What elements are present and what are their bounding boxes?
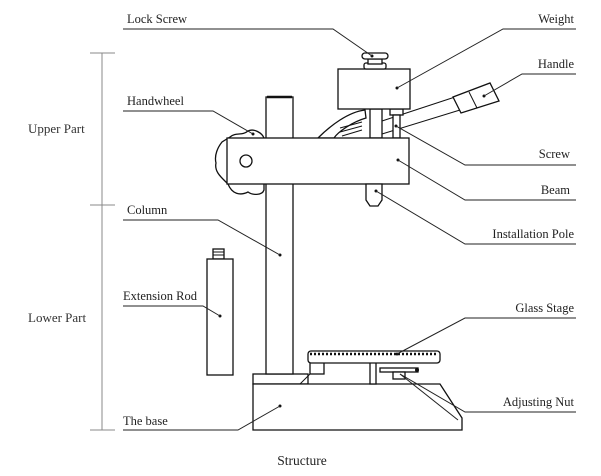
adjusting-nut-leader-2	[399, 373, 459, 421]
base	[252, 373, 463, 431]
figure-caption: Structure	[277, 453, 327, 468]
lock-screw	[361, 52, 389, 70]
beam-label: Beam	[541, 183, 570, 197]
adjusting-nut-leader	[399, 373, 576, 413]
extension-rod-label: Extension Rod	[123, 289, 198, 303]
installation-pole-label: Installation Pole	[492, 227, 574, 241]
lock-screw-label: Lock Screw	[127, 12, 187, 26]
lock-screw-leader	[123, 28, 373, 57]
column-label: Column	[127, 203, 168, 217]
weight-leader	[396, 28, 576, 89]
base-label: The base	[123, 414, 168, 428]
lower-part-bracket	[90, 205, 115, 431]
handwheel-leader	[123, 110, 254, 135]
base-leader	[123, 405, 281, 431]
weight	[337, 68, 411, 110]
weight-label: Weight	[538, 12, 574, 26]
lower-part-label: Lower Part	[28, 310, 87, 325]
screw-label: Screw	[539, 147, 570, 161]
upper-part-bracket	[90, 52, 115, 206]
weight-shaft	[369, 108, 383, 139]
extension-rod-leader	[123, 305, 221, 317]
installation-pole-leader	[375, 190, 576, 245]
screw-leader	[395, 125, 576, 166]
adjusting-nut-label: Adjusting Nut	[503, 395, 575, 409]
glass-stage-label: Glass Stage	[515, 301, 574, 315]
handle-leader	[483, 73, 576, 97]
handle-label: Handle	[538, 57, 575, 71]
upper-part-label: Upper Part	[28, 121, 85, 136]
adjusting-nut	[379, 367, 419, 380]
spring-lever	[316, 109, 367, 139]
extension-rod	[206, 248, 234, 376]
handwheel-label: Handwheel	[127, 94, 184, 108]
column-leader	[123, 219, 281, 256]
glass-stage	[299, 350, 441, 385]
glass-stage-leader	[396, 317, 576, 355]
installation-pole	[365, 183, 383, 207]
beam-leader	[397, 159, 576, 201]
beam	[226, 137, 410, 185]
screw	[389, 108, 404, 139]
